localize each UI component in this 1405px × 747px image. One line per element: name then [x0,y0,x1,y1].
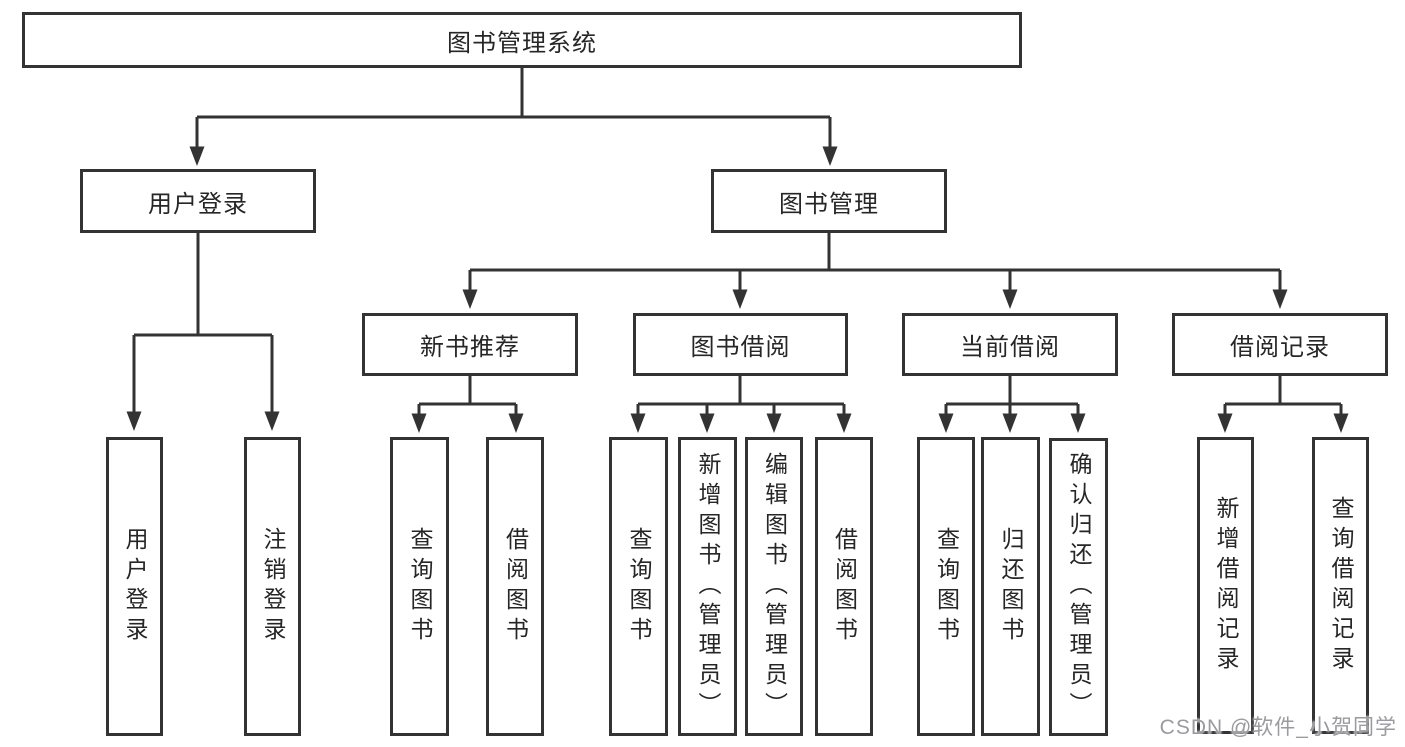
connector-new-book-recommend [411,376,524,433]
leaf-borrow-books: 借阅图书 [815,437,873,736]
leaf-return-books: 归还图书 [981,437,1040,736]
leaf-label: 查询图书 [933,526,960,647]
leaf-label: 查询图书 [626,526,652,647]
leaf-label: 用户登录 [122,526,148,647]
leaf-label: 注销登录 [260,526,286,647]
connector-borrow-records [1217,376,1349,433]
leaf-label: 确认归还（管理员） [1066,452,1092,722]
leaf-query-books-current: 查询图书 [917,437,975,736]
leaf-label: 归还图书 [998,526,1024,647]
connector-root [189,68,838,166]
connector-book-management [462,233,1288,309]
leaf-query-books-borrow: 查询图书 [609,437,668,736]
node-current-borrow: 当前借阅 [902,313,1118,376]
node-book-borrow: 图书借阅 [633,313,848,376]
leaf-label: 编辑图书（管理员） [761,451,788,722]
leaf-label: 借阅图书 [502,526,529,647]
leaf-edit-books-admin: 编辑图书（管理员） [745,437,803,736]
connector-book-borrow [630,376,852,433]
leaf-logout: 注销登录 [244,437,301,736]
node-user-login: 用户登录 [80,169,316,233]
node-borrow-records: 借阅记录 [1172,313,1388,376]
leaf-borrow-books-recommend: 借阅图书 [486,437,544,736]
connector-user-login [126,233,280,431]
leaf-query-books-recommend: 查询图书 [390,437,449,736]
leaf-query-borrow-record: 查询借阅记录 [1312,437,1369,734]
leaf-confirm-return-admin: 确认归还（管理员） [1049,438,1108,736]
node-book-management: 图书管理 [711,169,947,233]
leaf-label: 查询借阅记录 [1328,495,1354,676]
leaf-add-borrow-record: 新增借阅记录 [1197,437,1254,734]
leaf-label: 借阅图书 [831,526,858,647]
csdn-watermark: CSDN @软件_小贺同学 [1159,716,1397,739]
connector-current-borrow [938,376,1086,433]
leaf-label: 新增借阅记录 [1213,495,1239,676]
node-library-management-system: 图书管理系统 [22,12,1022,68]
leaf-user-login: 用户登录 [106,437,163,736]
leaf-label: 查询图书 [407,526,433,647]
leaf-label: 新增图书（管理员） [695,451,721,722]
leaf-add-books-admin: 新增图书（管理员） [678,437,737,736]
node-new-book-recommend: 新书推荐 [362,313,578,376]
